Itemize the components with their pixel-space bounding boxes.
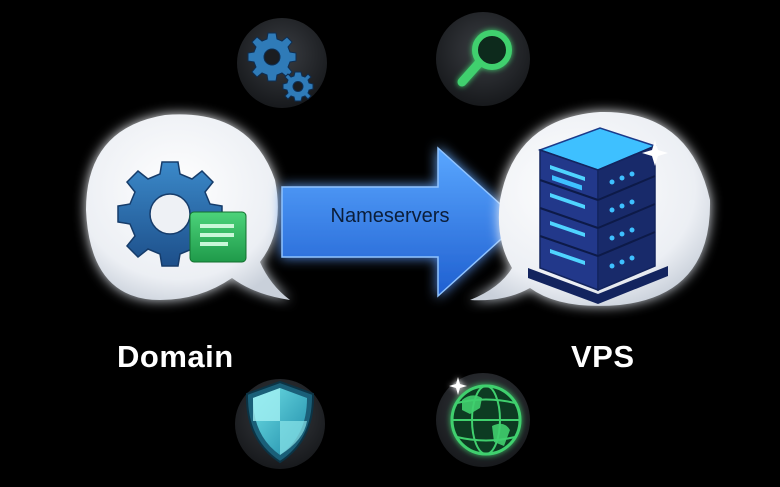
domain-label: Domain bbox=[117, 339, 234, 374]
nameservers-label: Nameservers bbox=[330, 205, 450, 227]
globe-icon bbox=[449, 377, 522, 456]
domain-bubble bbox=[86, 114, 290, 300]
magnifier-circle bbox=[436, 12, 530, 106]
sparkle-icon bbox=[642, 140, 668, 166]
vps-bubble bbox=[470, 111, 711, 306]
globe-sparkle-icon bbox=[449, 377, 467, 395]
vps-label: VPS bbox=[571, 339, 635, 374]
globe-circle bbox=[436, 373, 530, 467]
shield-icon bbox=[245, 380, 315, 464]
shield-circle bbox=[235, 379, 325, 469]
server-rack-icon bbox=[528, 127, 668, 304]
gear-document-icon bbox=[117, 161, 247, 267]
nameservers-arrow bbox=[281, 146, 522, 298]
gears-icon bbox=[247, 32, 314, 102]
magnifier-icon bbox=[457, 30, 512, 87]
gears-circle bbox=[237, 18, 327, 108]
